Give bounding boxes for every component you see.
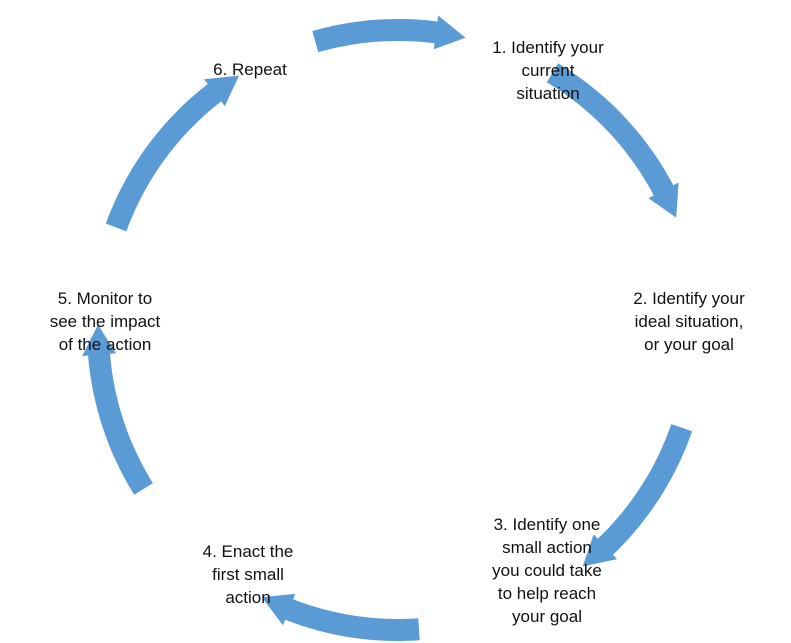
arrow-6-to-1	[312, 15, 466, 53]
arrow-3-to-4	[261, 593, 420, 641]
step-2-label: 2. Identify your ideal situation, or you…	[633, 289, 745, 354]
step-6-label: 6. Repeat	[213, 60, 287, 79]
arrow-1-to-2	[546, 63, 679, 218]
step-3-label: 3. Identify one small action you could t…	[492, 515, 602, 626]
arrow-5-to-6	[105, 75, 239, 232]
step-4-label: 4. Enact the first small action	[202, 542, 294, 607]
arrow-2-to-3	[582, 424, 693, 567]
step-1-label: 1. Identify your current situation	[492, 38, 604, 103]
step-5-label: 5. Monitor to see the impact of the acti…	[49, 289, 161, 354]
arrow-4-to-5	[82, 324, 153, 495]
